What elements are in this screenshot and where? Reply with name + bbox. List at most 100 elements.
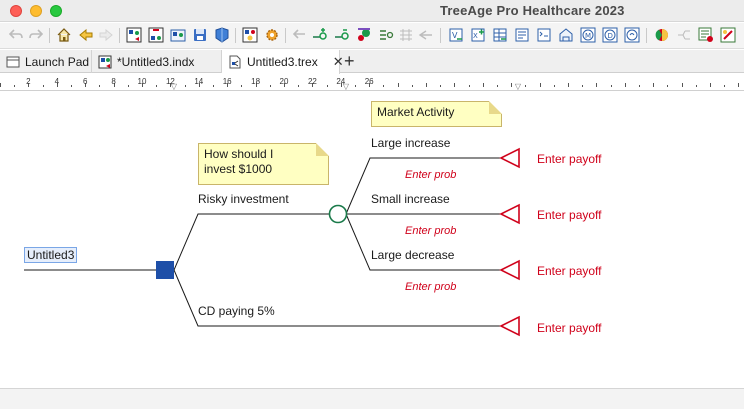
note-fold [489, 101, 502, 114]
tab-tree-file[interactable]: Untitled3.trex ✕ [222, 50, 344, 74]
maximize-window-button[interactable] [50, 5, 62, 17]
tools-icon[interactable] [720, 27, 736, 43]
ruler-tick [482, 83, 484, 87]
save-icon[interactable] [192, 27, 208, 43]
print-icon[interactable] [242, 27, 258, 43]
payoff-small-increase[interactable]: Enter payoff [537, 208, 602, 222]
chance-node[interactable] [328, 204, 348, 224]
payoff-large-increase[interactable]: Enter payoff [537, 152, 602, 166]
ruler-tick [170, 83, 172, 87]
ruler-label: 22 [307, 77, 317, 86]
prob-large-decrease[interactable]: Enter prob [405, 281, 457, 293]
payoff-large-decrease[interactable]: Enter payoff [537, 264, 602, 278]
undo-icon[interactable] [8, 27, 24, 43]
calc-icon[interactable] [676, 27, 692, 43]
add-tab-button[interactable]: + [344, 51, 355, 71]
save-all-icon[interactable] [214, 27, 230, 43]
ruler-tick [695, 85, 697, 87]
new-tree-icon[interactable] [126, 27, 142, 43]
close-icon[interactable]: ✕ [332, 54, 344, 69]
branch-label-cd[interactable]: CD paying 5% [198, 304, 275, 318]
settings-icon[interactable] [264, 27, 280, 43]
risky-branch-line [173, 213, 330, 271]
markov-icon[interactable] [558, 27, 574, 43]
close-window-button[interactable] [10, 5, 22, 17]
branch-label-risky[interactable]: Risky investment [198, 192, 289, 206]
node-type-icon[interactable] [418, 27, 434, 43]
paste-icon[interactable] [398, 27, 414, 43]
terminal-node[interactable] [499, 259, 520, 281]
terminal-node[interactable] [499, 147, 520, 169]
ruler-label: 14 [194, 77, 204, 86]
cd-branch-line [173, 269, 500, 327]
redo-icon[interactable] [28, 27, 44, 43]
ruler-label: 20 [279, 77, 289, 86]
decision-note[interactable]: How should I invest $1000 [198, 143, 329, 185]
ruler-tick [127, 85, 129, 87]
ruler-tick [397, 83, 399, 87]
ruler-tick [454, 83, 456, 87]
ruler-tick [198, 83, 200, 87]
tree-diagram [24, 147, 520, 337]
ruler-column-marker[interactable]: ▽ [170, 82, 178, 91]
open-icon[interactable] [170, 27, 186, 43]
launch-pad-icon [6, 56, 20, 67]
function-icon[interactable] [514, 27, 530, 43]
branch-label-large-increase[interactable]: Large increase [371, 136, 451, 150]
back-icon[interactable] [78, 27, 94, 43]
analysis-icon[interactable] [624, 27, 640, 43]
prob-small-increase[interactable]: Enter prob [405, 225, 457, 237]
ruler-tick [582, 85, 584, 87]
ruler-label: 4 [54, 77, 60, 86]
prob-large-increase[interactable]: Enter prob [405, 169, 457, 181]
ruler-tick [326, 85, 328, 87]
new-model-icon[interactable] [148, 27, 164, 43]
ruler-tick [113, 83, 115, 87]
ruler-tick [14, 85, 16, 87]
horizontal-scrollbar[interactable] [0, 388, 744, 409]
insert-node-icon[interactable] [312, 27, 328, 43]
model-icon[interactable]: M [580, 27, 596, 43]
add-branch-icon[interactable] [292, 27, 308, 43]
tree-file-icon [229, 55, 241, 69]
home-icon[interactable] [56, 27, 72, 43]
delete-icon[interactable] [334, 27, 350, 43]
svg-text:M: M [585, 32, 591, 40]
ruler-label: 16 [222, 77, 232, 86]
ruler-tick [724, 85, 726, 87]
help-icon[interactable] [698, 27, 714, 43]
decision-node[interactable] [156, 261, 174, 279]
branch-label-large-decrease[interactable]: Large decrease [371, 248, 455, 262]
ruler-tick [681, 83, 683, 87]
minimize-window-button[interactable] [30, 5, 42, 17]
tree-canvas[interactable]: Untitled3 How should I invest $1000 Mark… [0, 92, 744, 388]
tab-label: Untitled3.trex [247, 55, 318, 69]
distribution-icon[interactable]: X [470, 27, 486, 43]
tracker-icon[interactable] [536, 27, 552, 43]
ruler-tick [639, 85, 640, 87]
ruler-tick [269, 85, 271, 87]
root-node-label[interactable]: Untitled3 [24, 247, 78, 263]
globe-icon[interactable]: D [602, 27, 618, 43]
tab-launch-pad[interactable]: Launch Pad [0, 50, 92, 73]
payoff-cd[interactable]: Enter payoff [537, 321, 602, 335]
ruler-tick [184, 85, 186, 87]
variable-icon[interactable]: V [448, 27, 464, 43]
toolbar-separator [235, 28, 236, 43]
chance-note[interactable]: Market Activity [371, 101, 502, 127]
terminal-node[interactable] [499, 203, 520, 225]
large-decrease-branch-line [345, 213, 500, 271]
tab-index-file[interactable]: *Untitled3.indx [92, 50, 222, 73]
sensitivity-icon[interactable] [654, 27, 670, 43]
cut-icon[interactable] [356, 27, 372, 43]
table-icon[interactable] [492, 27, 508, 43]
ruler-tick [298, 85, 300, 87]
copy-icon[interactable] [378, 27, 394, 43]
toolbar-separator [119, 28, 120, 43]
forward-icon[interactable] [98, 27, 114, 43]
terminal-node[interactable] [499, 315, 520, 337]
ruler-column-marker[interactable]: ▽ [342, 82, 350, 91]
ruler-tick [227, 83, 229, 87]
ruler-column-marker[interactable]: ▽ [514, 82, 522, 91]
branch-label-small-increase[interactable]: Small increase [371, 192, 450, 206]
